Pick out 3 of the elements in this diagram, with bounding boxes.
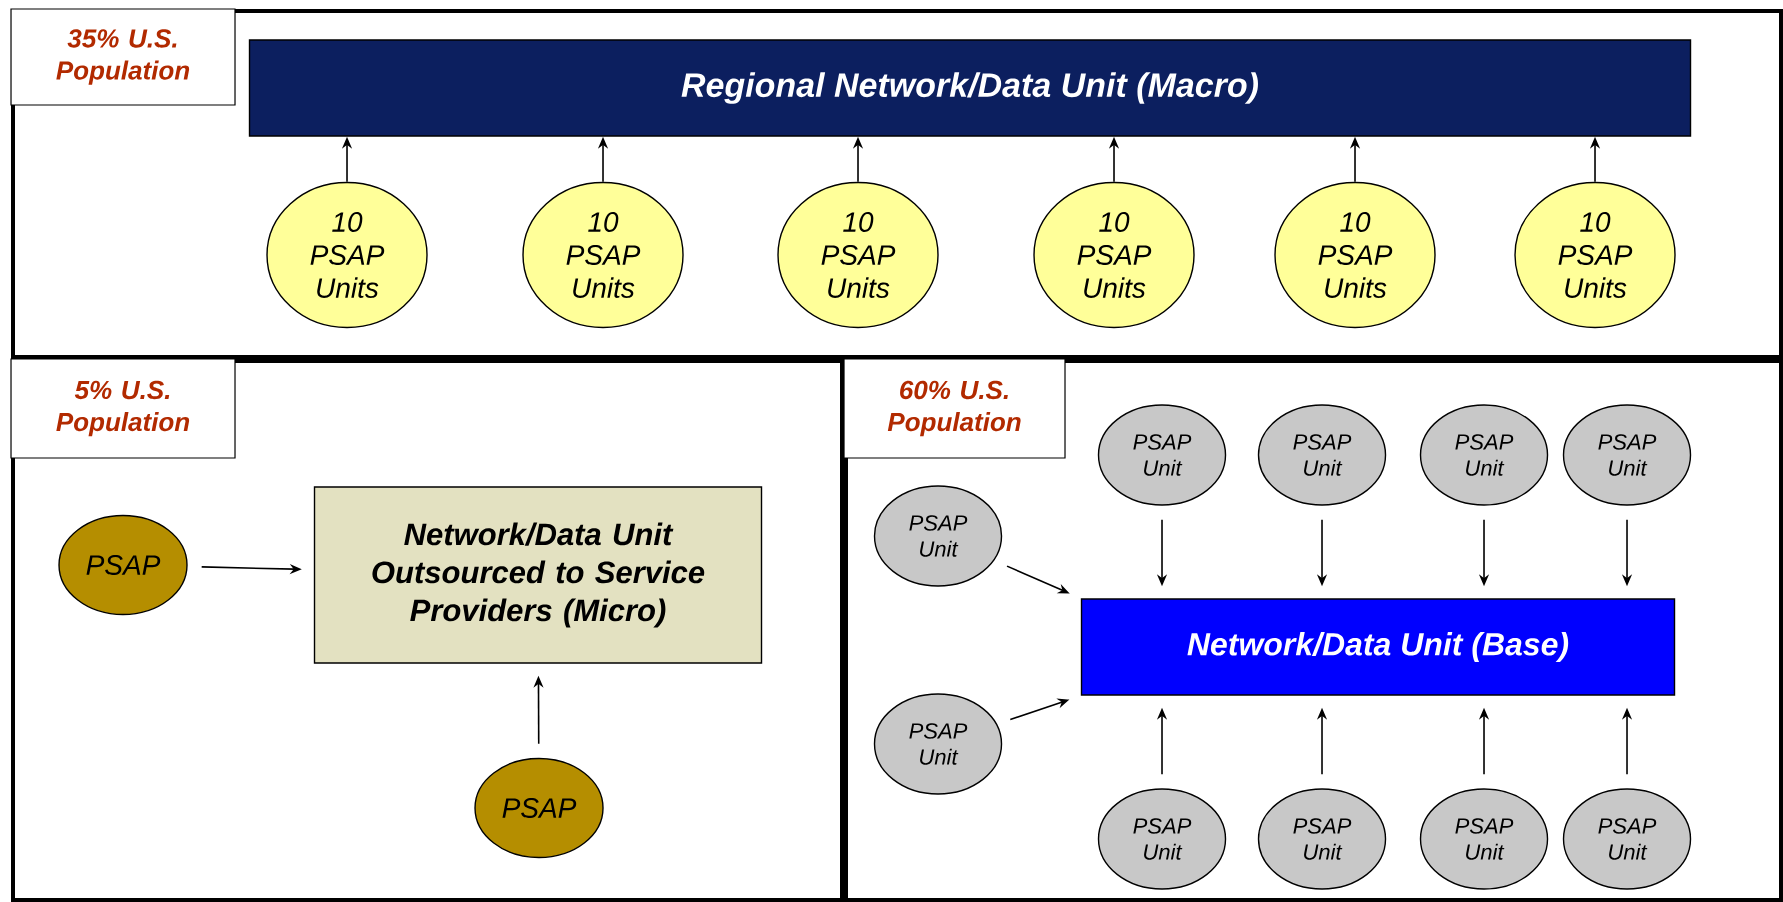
process-box: Network/Data Unit (Base) — [1080, 598, 1676, 696]
rect-box: Regional Network/Data Unit (Macro) — [248, 39, 1692, 137]
process-box: Network/Data Unit Outsourced to Service Providers (Micro) — [313, 486, 763, 664]
